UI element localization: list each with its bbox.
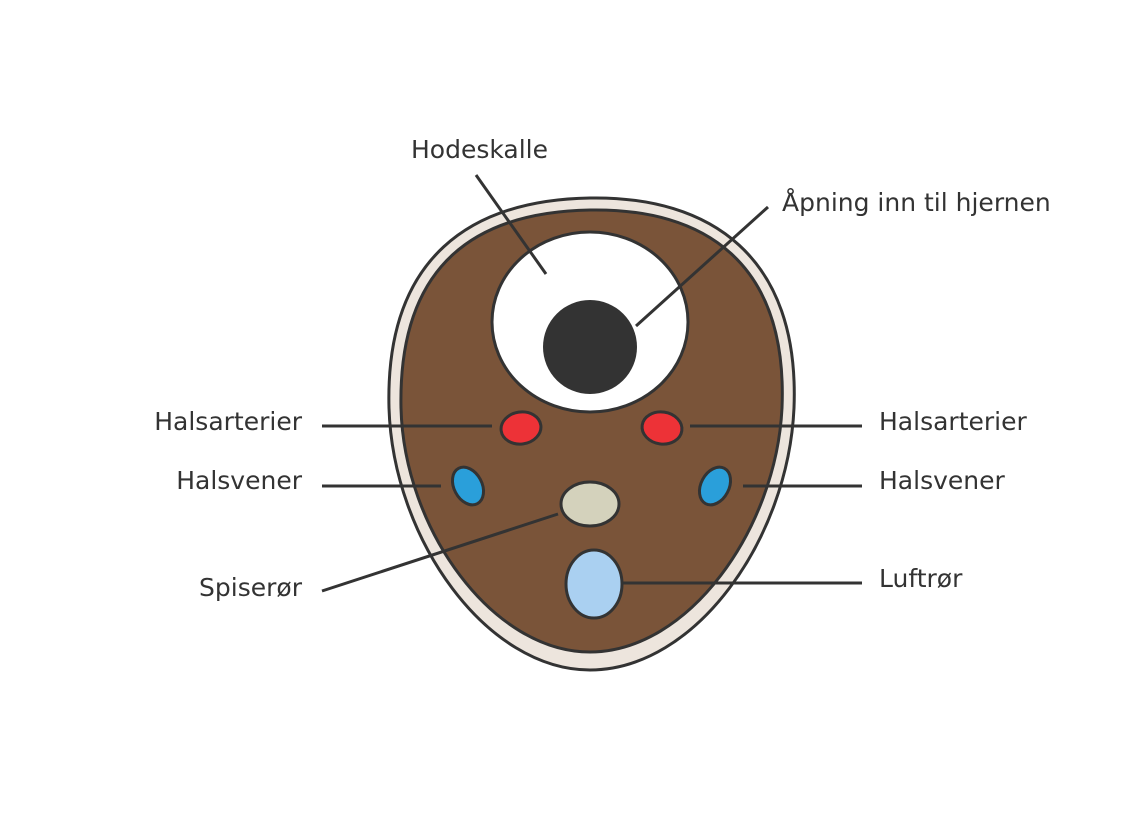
label-carotid-right: Halsarterier — [879, 407, 1027, 436]
jugular-vein-right — [697, 465, 733, 507]
label-jugular-left: Halsvener — [176, 466, 302, 495]
carotid-artery-right — [640, 410, 684, 446]
label-skull: Hodeskalle — [411, 135, 548, 164]
label-jugular-right: Halsvener — [879, 466, 1005, 495]
brain-opening — [543, 300, 637, 394]
label-brain-opening: Åpning inn til hjernen — [782, 188, 1051, 217]
label-trachea: Luftrør — [879, 564, 963, 593]
label-esophagus: Spiserør — [199, 573, 303, 602]
esophagus — [559, 480, 621, 528]
leader-skull — [474, 174, 548, 275]
carotid-artery-left — [499, 410, 543, 446]
trachea — [564, 548, 624, 620]
leader-esophagus — [321, 512, 559, 593]
label-carotid-left: Halsarterier — [154, 407, 302, 436]
jugular-vein-left — [450, 465, 486, 507]
leader-brain-opening — [634, 205, 770, 328]
